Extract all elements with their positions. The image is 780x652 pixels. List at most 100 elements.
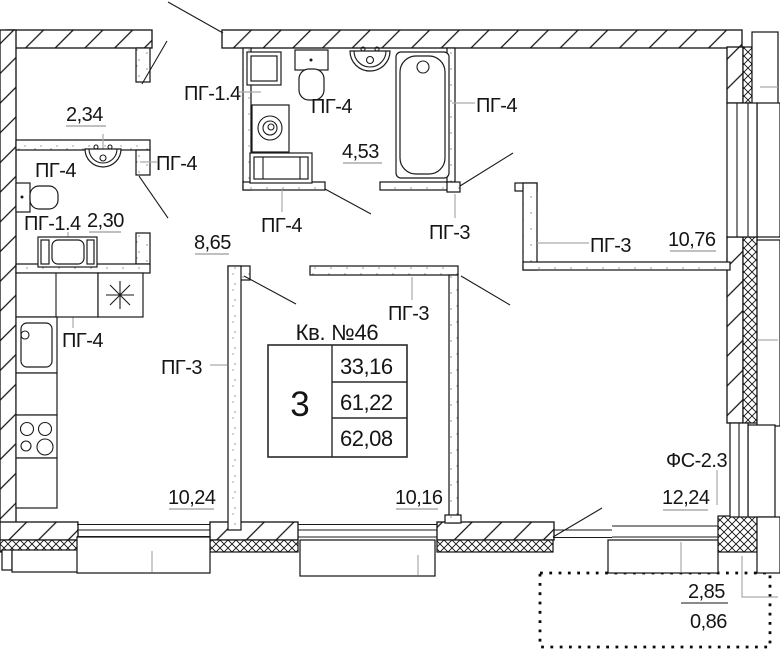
- bedroom-br-door-swing: [460, 275, 511, 306]
- balcony-door-threshold: [553, 529, 612, 539]
- room-area-labels: 2,34 2,30 4,53 8,65 10,76 10,24 10,16 12…: [66, 104, 728, 633]
- area-bathroom: 4,53: [342, 141, 379, 163]
- door-swings: [138, 1, 603, 538]
- callout-pg4-tub: ПГ-4: [476, 95, 517, 117]
- sill-bottom-right: [756, 516, 780, 574]
- wc-sink: [84, 144, 122, 168]
- wc-toilet: [15, 182, 59, 213]
- kitchen-cabinet-2: [15, 457, 58, 509]
- wall-bedroom-tr-left: [522, 182, 538, 271]
- callout-labels: ПГ-1.4 ПГ-1.4 ПГ-4 ПГ-4 ПГ-4 ПГ-4 ПГ-4 П…: [24, 83, 728, 472]
- windows: [77, 86, 778, 575]
- kitchen-stove: [15, 414, 58, 459]
- wall-hall-wc: [15, 139, 151, 151]
- window-sills: [1, 31, 780, 577]
- living-window: [298, 523, 437, 575]
- callout-pg4-wall: ПГ-4: [156, 153, 197, 175]
- area-hall-top-left: 2,34: [66, 104, 103, 126]
- wall-living-left: [227, 265, 242, 531]
- kitchen-sink: [15, 316, 58, 374]
- bottom-wall-1: [0, 521, 79, 541]
- bathtub: [395, 51, 450, 179]
- living-area-value: 33,16: [340, 354, 393, 379]
- exterior-walls: [0, 29, 758, 553]
- area-wc: 2,30: [87, 210, 124, 232]
- wall-living-bedroom-cap: [444, 514, 462, 524]
- callout-pg3-living-top: ПГ-3: [388, 303, 429, 325]
- bath-sink: [349, 46, 391, 72]
- wall-bedroom-tr-bottom: [522, 261, 731, 271]
- area-corridor: 8,65: [194, 232, 231, 254]
- callout-pg3-hall: ПГ-3: [429, 222, 470, 244]
- kitchen-window-sill: [76, 536, 211, 574]
- wall-bath-right-cap: [446, 181, 461, 193]
- bath-cabinet-bottom: [249, 152, 313, 184]
- wall-living-bedroom: [448, 274, 459, 524]
- kitchen-cabinet-1: [15, 372, 58, 416]
- balcony-divider-line: [741, 556, 778, 598]
- wall-bath-bottom-right: [379, 181, 456, 191]
- interior-walls: [15, 47, 731, 531]
- bath-door-swing: [324, 188, 372, 215]
- callout-pg14-bath: ПГ-1.4: [184, 83, 241, 105]
- right-wall-top-a: [726, 46, 744, 104]
- area-bedroom-top-right: 10,76: [668, 229, 716, 251]
- sill-right-mid: [756, 239, 780, 427]
- left-wall: [0, 29, 17, 541]
- slab-bottom-left: [11, 549, 79, 573]
- balcony-area-full: 2,85: [688, 581, 725, 603]
- apartment-table: Кв. №46 3 33,16 61,22 62,08: [267, 320, 408, 458]
- sill-window-right-1: [756, 102, 780, 238]
- living-window-sill: [299, 539, 436, 577]
- balcony-area-reduced: 0,86: [690, 611, 727, 633]
- vent-symbol: [106, 281, 134, 309]
- callout-pg14-wc: ПГ-1.4: [24, 213, 81, 235]
- bottom-insulation-2: [209, 539, 299, 553]
- bottom-wall-2: [209, 521, 299, 541]
- top-wall-right: [221, 29, 743, 49]
- rooms-count: 3: [290, 385, 309, 424]
- callout-pg4-kitchen: ПГ-4: [62, 330, 103, 352]
- total-area-value: 62,08: [340, 426, 393, 451]
- sill-window-right-2: [747, 424, 776, 518]
- bottom-wall-3: [436, 521, 555, 541]
- kitchen-counter: [15, 272, 144, 318]
- right-wall-mid-b: [742, 236, 758, 424]
- wc-washing-machine: [37, 236, 98, 268]
- top-wall-left: [5, 29, 153, 49]
- french-window: [612, 525, 718, 572]
- callout-pg4-bath: ПГ-4: [311, 96, 352, 118]
- entrance-door-swing: [167, 1, 224, 34]
- apartment-title: Кв. №46: [296, 320, 379, 345]
- wc-door-swing: [138, 175, 169, 219]
- area-living-room: 10,16: [395, 487, 443, 509]
- sill-top-right: [751, 31, 779, 111]
- callout-pg3-bedroom: ПГ-3: [590, 235, 631, 257]
- bath-washing-machine: [251, 104, 290, 153]
- bath-cabinet-top: [246, 51, 282, 86]
- balcony-door-swing: [552, 507, 603, 538]
- kitchen-window: [77, 523, 210, 572]
- right-window-1: [726, 102, 758, 238]
- balcony-outline: [538, 556, 778, 649]
- callout-pg4-corridor: ПГ-4: [261, 215, 302, 237]
- area-bedroom-bottom-right: 12,24: [662, 487, 710, 509]
- right-window-2: [729, 422, 749, 518]
- callout-pg3-living-left: ПГ-3: [161, 357, 202, 379]
- area-kitchen: 10,24: [168, 487, 216, 509]
- sill-bottom-left-stub: [1, 549, 13, 571]
- wall-wc-right-bottom: [135, 232, 151, 265]
- wall-living-top: [309, 265, 459, 276]
- callout-fs23: ФС-2.3: [666, 450, 727, 472]
- bottom-right-corner: [717, 515, 758, 553]
- bottom-insulation-3: [436, 539, 554, 553]
- wall-hall-right-top: [135, 47, 151, 83]
- french-window-sill: [607, 539, 719, 574]
- bedroom-tr-door-swing: [459, 152, 514, 187]
- fixtures: [15, 46, 450, 509]
- hall-door-swing: [141, 40, 168, 85]
- callout-pg4-wc: ПГ-4: [35, 160, 76, 182]
- bath-toilet: [294, 49, 329, 101]
